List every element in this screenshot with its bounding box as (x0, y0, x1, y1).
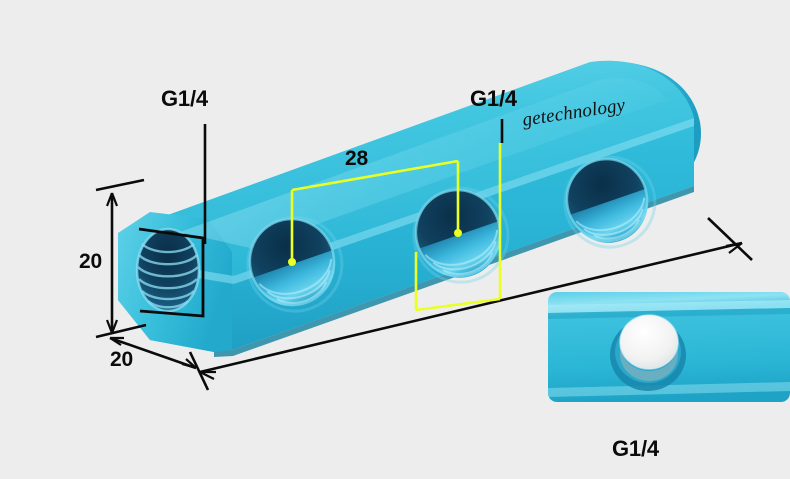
height-ext-top (95, 178, 145, 192)
port-thread-detail (258, 259, 333, 304)
block-top-sheen (180, 78, 666, 248)
inset-bottom-bevel (548, 382, 790, 397)
port-rim-outer (246, 215, 344, 313)
label-g14-left: G1/4 (161, 86, 208, 111)
port-thread-detail (575, 197, 646, 240)
yellow-dimension-annotations (288, 143, 502, 312)
port-rim-outer (412, 186, 510, 284)
inset-top-bevel (548, 300, 790, 313)
height-arrow-top (105, 192, 119, 207)
depth-arrow-right (181, 358, 197, 370)
label-port-spacing: 28 (345, 147, 368, 170)
label-block-depth: 20 (110, 348, 133, 371)
port-rim-outer (563, 155, 657, 249)
inset-port-bore-shadow (620, 344, 678, 381)
spacing-point-right (454, 229, 462, 237)
inset-closeup-image (548, 292, 790, 402)
depth-arrow-left (109, 336, 124, 346)
length-dim-line (199, 241, 743, 374)
port-rim (414, 188, 502, 278)
inset-closeup-panel (548, 292, 790, 402)
inset-top-bevel-2 (548, 308, 790, 319)
inset-port-opening (620, 315, 678, 369)
label-g14-middle: G1/4 (470, 86, 517, 111)
spacing-point-left (288, 258, 296, 266)
port-rim (248, 217, 336, 307)
spacing-dim-line (291, 159, 459, 192)
length-ext-left (188, 351, 210, 391)
endface-port-bracket (138, 227, 205, 318)
length-ext-right (707, 217, 753, 261)
height-arrow-bottom (105, 319, 119, 334)
port-end-face (135, 227, 201, 313)
depth-dim-line (109, 336, 197, 370)
port-rim (565, 157, 649, 243)
edge-ref-horizontal (415, 297, 501, 312)
inset-port-rim-highlight (619, 314, 679, 370)
port-front-3 (563, 155, 657, 249)
length-arrow-left (199, 370, 216, 380)
height-ext-bottom (95, 323, 147, 339)
black-dimension-annotations (95, 119, 753, 391)
port-front-1 (246, 215, 344, 313)
label-block-height: 20 (79, 250, 102, 273)
label-g14-inset: G1/4 (612, 436, 659, 461)
port-thread-detail (424, 230, 499, 275)
port-rim (135, 227, 201, 313)
